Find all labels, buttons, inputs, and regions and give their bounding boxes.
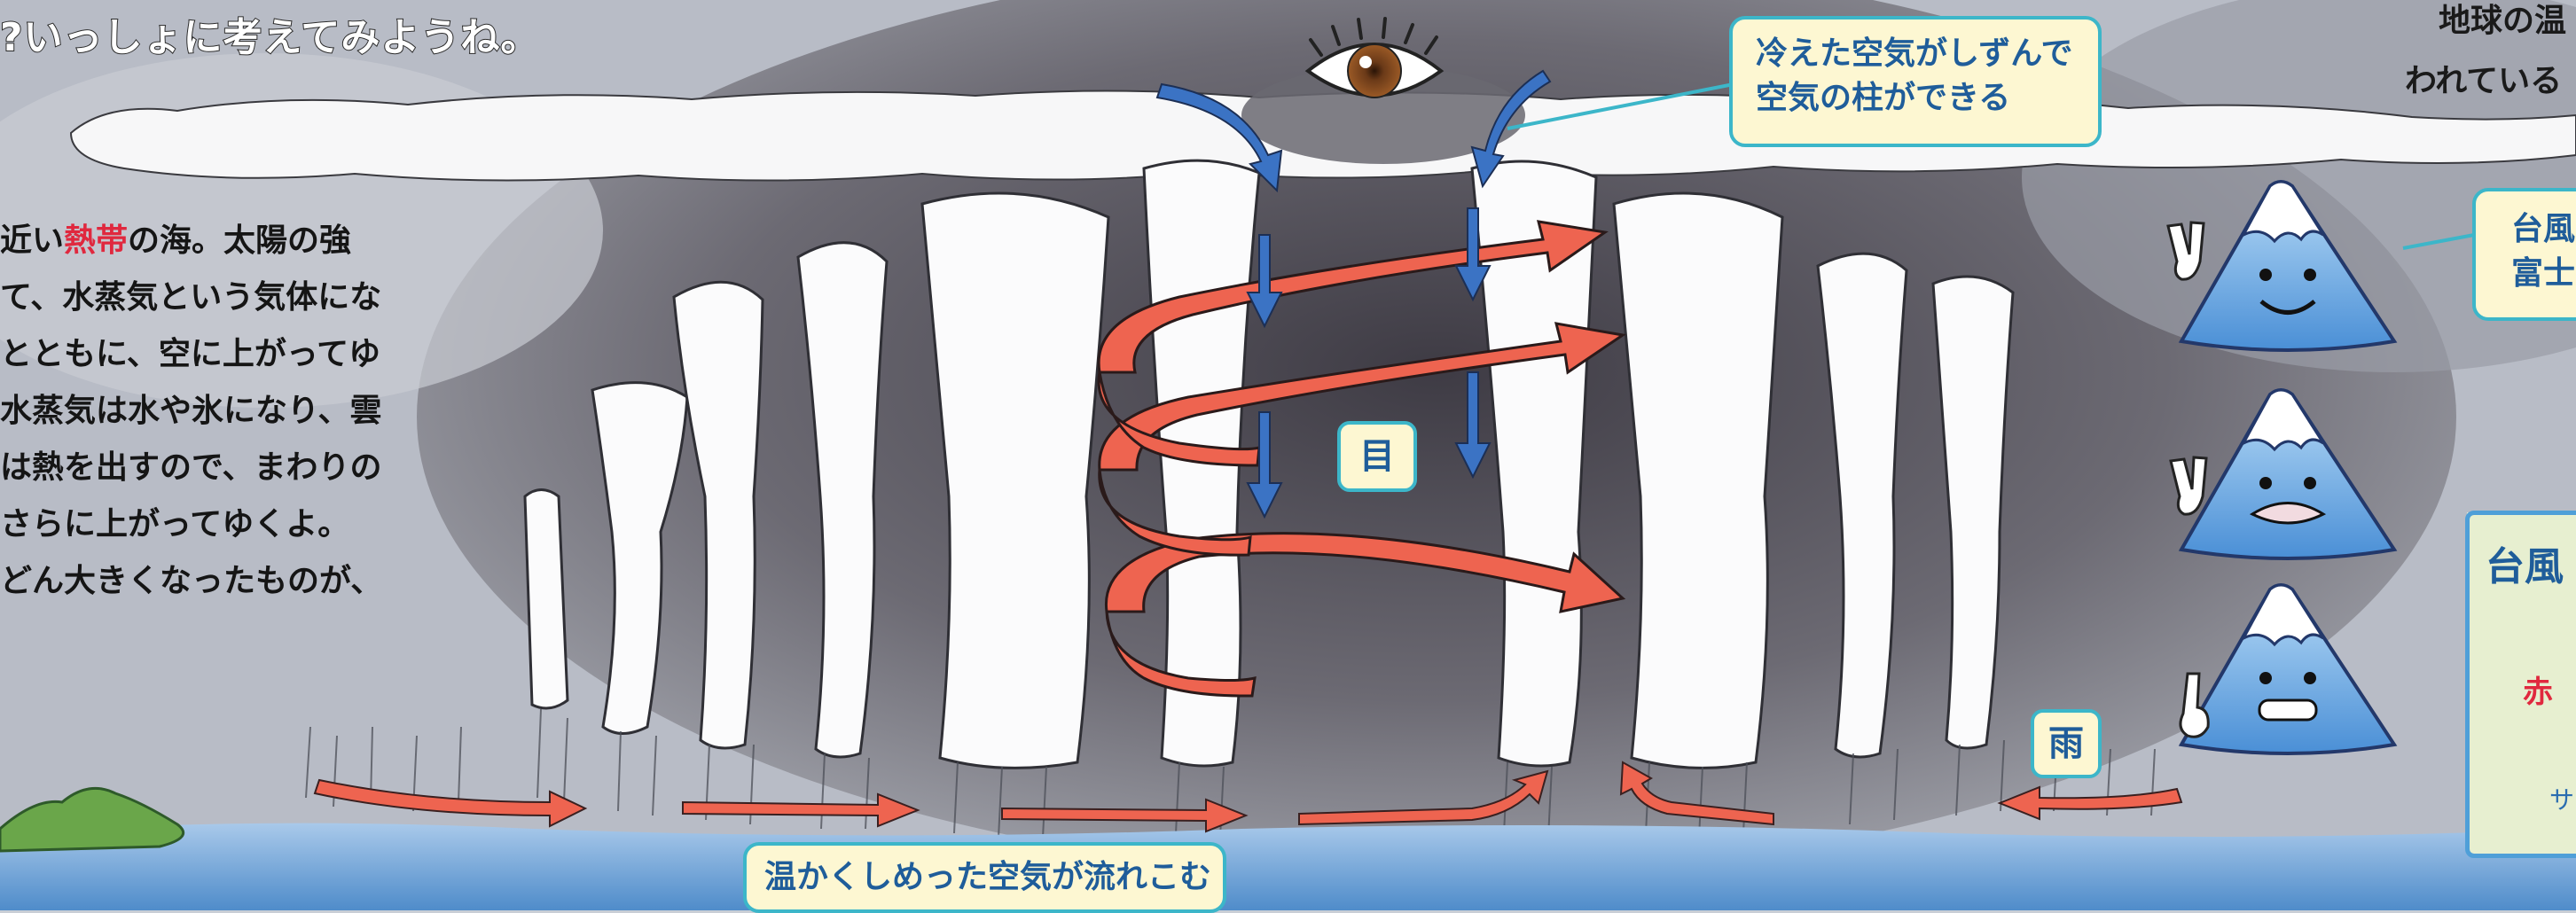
cold-air-callout: 冷えた空気がしずんで 空気の柱ができる <box>1729 16 2102 147</box>
explanation-line: 近い熱帯の海。太陽の強 <box>0 213 435 269</box>
warm-air-callout: 温かくしめった空気が流れこむ <box>743 842 1226 913</box>
explanation-line: 水蒸気は水や氷になり、雲 <box>0 383 435 440</box>
equator-label: 赤 道 <box>2523 667 2576 711</box>
eye-label: 目 <box>1337 421 1417 492</box>
info-box-title: 台風 <box>2486 535 2564 591</box>
top-right-line-2: われている <box>2405 55 2562 101</box>
explanation-line: どん大きくなったものが、 <box>0 553 435 610</box>
typhoon-info-box: 台風 赤 道 サ <box>2465 511 2576 858</box>
headline: ?いっしょに考えてみようね。 <box>0 5 540 62</box>
explanation-line: は熱を出すので、まわりの <box>0 440 435 496</box>
cold-air-callout-line-1: 冷えた空気がしずんで <box>1756 32 2075 76</box>
explanation-line: とともに、空に上がってゆ <box>0 326 435 383</box>
info-box-small-label: サ <box>2549 781 2574 816</box>
cold-air-callout-line-2: 空気の柱ができる <box>1756 76 2075 121</box>
mascot-bubble-line-2: 富士 <box>2511 252 2576 296</box>
explanation-line: さらに上がってゆくよ。 <box>0 496 435 553</box>
rain-label: 雨 <box>2031 709 2102 778</box>
explanation-line: て、水蒸気という気体にな <box>0 269 435 326</box>
top-right-line-1: 地球の温 <box>2439 0 2566 41</box>
explanation-text: 近い熱帯の海。太陽の強 て、水蒸気という気体にな とともに、空に上がってゆ 水蒸… <box>0 213 435 610</box>
tropics-highlight: 熱帯 <box>64 222 128 259</box>
mascot-bubble-line-1: 台風 <box>2511 207 2576 252</box>
mascot-speech-bubble: 台風 富士 <box>2472 188 2576 321</box>
